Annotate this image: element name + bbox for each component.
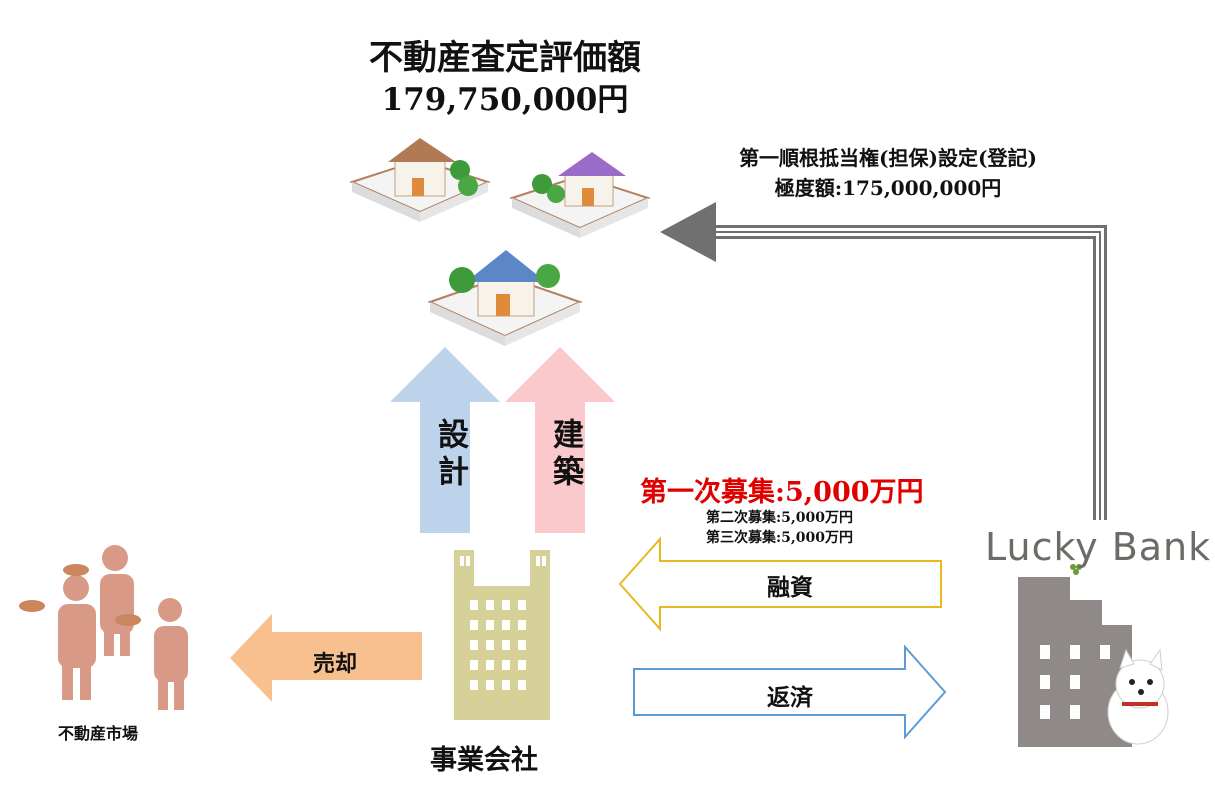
house-brown-icon bbox=[349, 138, 491, 222]
mortgage-line-2: 極度額:175,000,000円 bbox=[774, 176, 1002, 200]
third-recruitment: 第三次募集:5,000万円 bbox=[706, 530, 854, 546]
clover-icon bbox=[1070, 564, 1082, 575]
loan-arrow bbox=[618, 536, 942, 632]
market-label: 不動産市場 bbox=[58, 724, 139, 743]
design-label: 設計 bbox=[432, 418, 468, 492]
investors-icon bbox=[19, 545, 188, 710]
sell-arrow bbox=[230, 614, 422, 702]
first-recruitment: 第一次募集:5,000万円 bbox=[640, 477, 924, 508]
valuation-label: 不動産査定評価額 bbox=[369, 38, 641, 78]
house-blue-icon bbox=[427, 250, 583, 346]
house-purple-icon bbox=[509, 152, 651, 238]
build-arrow bbox=[505, 347, 615, 533]
sell-label: 売却 bbox=[312, 651, 357, 677]
second-recruitment: 第二次募集:5,000万円 bbox=[706, 510, 854, 526]
design-arrow bbox=[390, 347, 500, 533]
repay-arrow bbox=[633, 644, 947, 740]
dog-mascot-icon bbox=[1107, 648, 1169, 745]
loan-label: 融資 bbox=[767, 574, 813, 601]
company-label: 事業会社 bbox=[430, 745, 538, 776]
valuation-amount: 179,750,000円 bbox=[381, 82, 629, 118]
company-building-icon bbox=[454, 550, 550, 720]
repay-label: 返済 bbox=[767, 684, 813, 711]
build-label: 建築 bbox=[547, 418, 583, 492]
mortgage-arrow bbox=[660, 202, 1107, 520]
mortgage-line-1: 第一順根抵当権(担保)設定(登記) bbox=[739, 146, 1037, 170]
bank-logo: Lucky Bank bbox=[985, 525, 1212, 569]
